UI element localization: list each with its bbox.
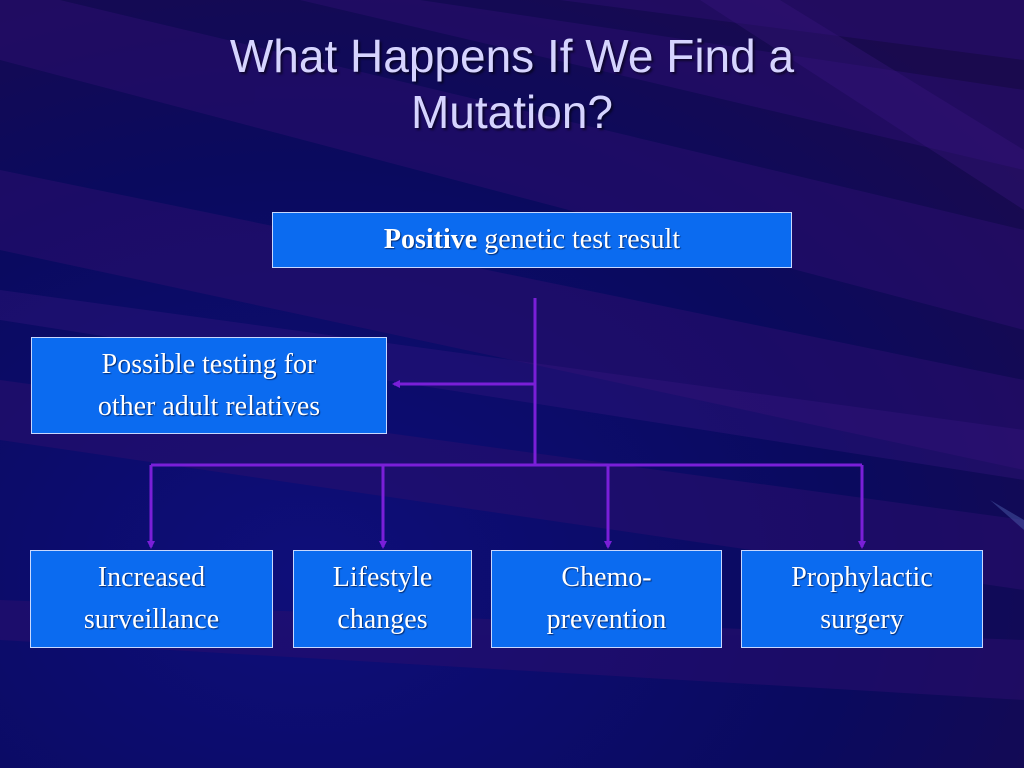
root-node-positive-result: Positive genetic test result xyxy=(272,212,792,268)
option-3-line-1: Chemo- xyxy=(561,562,652,593)
root-node-bold-text: Positive xyxy=(383,224,478,255)
option-1-line-1: Increased xyxy=(97,562,206,593)
side-node-relative-testing: Possible testing for other adult relativ… xyxy=(31,337,387,434)
side-node-line-1: Possible testing for xyxy=(101,348,317,380)
option-node-chemoprevention: Chemo- prevention xyxy=(491,550,722,648)
side-node-line-2: other adult relatives xyxy=(97,390,321,422)
option-4-line-1: Prophylactic xyxy=(791,562,933,593)
option-2-line-2: changes xyxy=(337,604,428,635)
root-node-text: genetic test result xyxy=(477,224,681,255)
option-1-line-2: surveillance xyxy=(83,604,220,635)
option-node-lifestyle: Lifestyle changes xyxy=(293,550,472,648)
option-4-line-2: surgery xyxy=(820,604,904,635)
title-line-2: Mutation? xyxy=(410,86,613,138)
slide-title: What Happens If We Find a Mutation? xyxy=(112,28,912,140)
option-2-line-1: Lifestyle xyxy=(332,562,433,593)
title-line-1: What Happens If We Find a xyxy=(229,30,795,82)
option-3-line-2: prevention xyxy=(546,604,667,635)
option-node-surveillance: Increased surveillance xyxy=(30,550,273,648)
option-node-prophylactic-surgery: Prophylactic surgery xyxy=(741,550,983,648)
